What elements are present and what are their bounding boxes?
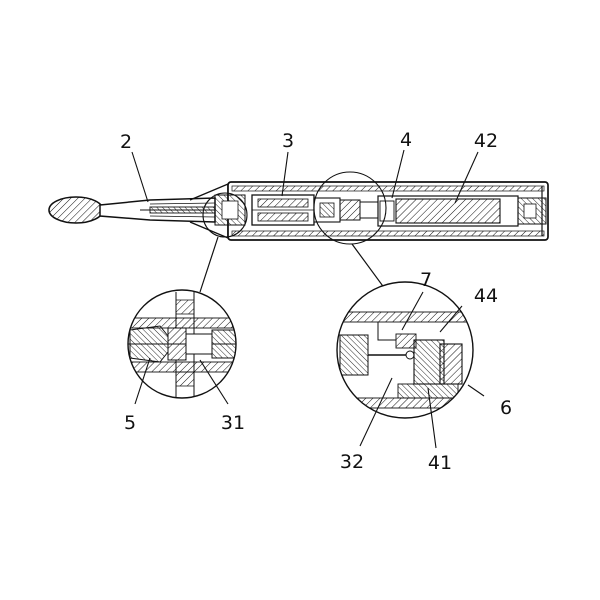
brush-head xyxy=(48,196,104,224)
label-3: 3 xyxy=(282,130,294,152)
label-2: 2 xyxy=(120,131,132,153)
drive-shaft xyxy=(149,206,216,214)
label-31: 31 xyxy=(221,412,245,434)
label-32: 32 xyxy=(340,451,364,473)
label-4: 4 xyxy=(400,129,412,151)
battery xyxy=(395,198,501,224)
detail-circle-left xyxy=(202,192,248,238)
toothbrush-body xyxy=(48,181,549,241)
label-6: 6 xyxy=(500,397,512,419)
label-7: 7 xyxy=(420,269,432,291)
detail-view-left xyxy=(127,289,237,399)
label-41: 41 xyxy=(428,452,452,474)
detail-circle-right xyxy=(313,171,387,245)
label-44: 44 xyxy=(474,285,498,307)
label-5: 5 xyxy=(124,412,136,434)
detail-view-right xyxy=(336,281,474,419)
label-42: 42 xyxy=(474,130,498,152)
leader-lines xyxy=(131,149,485,449)
